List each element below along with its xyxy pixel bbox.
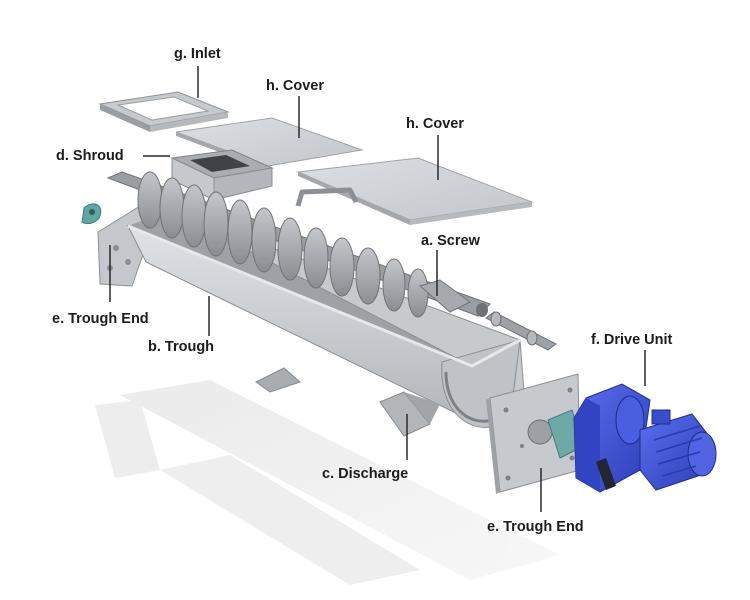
trough-end-right-label: e. Trough End (487, 519, 584, 535)
trough-end-left-label: e. Trough End (52, 311, 149, 327)
inlet-label: g. Inlet (174, 46, 221, 62)
screw-part (106, 171, 491, 318)
drive-unit-label: f. Drive Unit (591, 332, 673, 348)
hanger-bracket (295, 187, 359, 207)
screw-label: a. Screw (421, 233, 480, 249)
discharge-part (255, 367, 440, 437)
cover-right-label: h. Cover (406, 116, 465, 132)
discharge-label: c. Discharge (322, 466, 409, 482)
trough-label: b. Trough (148, 339, 215, 355)
cover-left-label: h. Cover (266, 78, 325, 94)
drive-unit-part (573, 383, 717, 493)
coupling-shaft-part (485, 311, 557, 351)
inlet-part (98, 91, 230, 132)
leader-lines (109, 66, 646, 512)
shroud-label: d. Shroud (56, 148, 124, 164)
floor-reflection (95, 380, 560, 585)
